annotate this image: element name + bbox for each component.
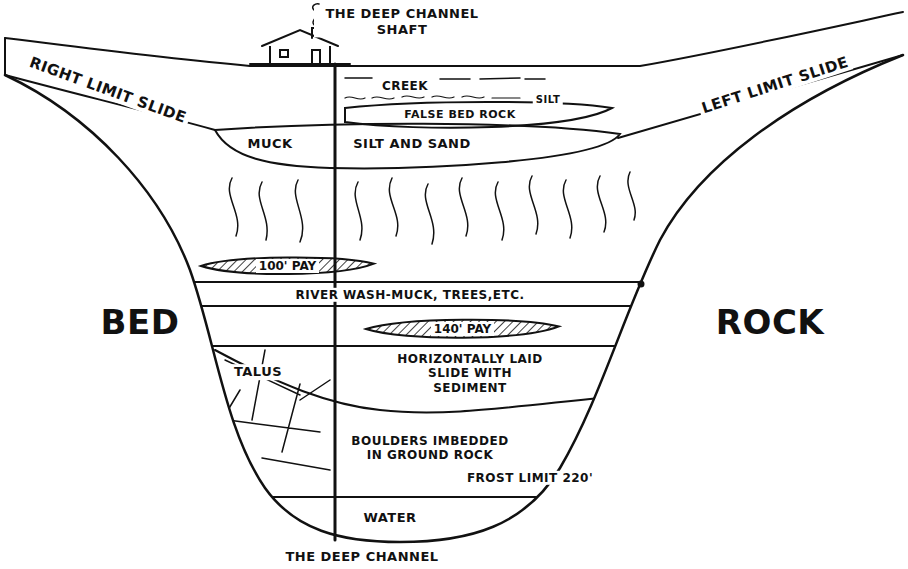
bedrock-line — [5, 55, 903, 542]
pay-band: 100' PAY — [200, 254, 375, 278]
pay-label: 140' PAY — [431, 322, 494, 336]
region-label: SILT AND SAND — [350, 136, 474, 152]
region-label: RIVER WASH-MUCK, TREES,ETC. — [292, 288, 527, 302]
pay-band: 140' PAY — [365, 316, 560, 342]
region-label: BED — [98, 302, 183, 343]
talus-cracks — [210, 350, 330, 470]
left-edge — [4, 38, 6, 75]
region-label: RIGHT LIMIT SLIDE — [24, 52, 192, 128]
pay-label: 100' PAY — [256, 259, 319, 273]
region-label: FROST LIMIT 220' — [464, 471, 596, 485]
region-label: FALSE BED ROCK — [401, 108, 518, 121]
slide-upper-boundary — [150, 345, 700, 347]
region-label: LEFT LIMIT SLIDE — [696, 52, 853, 118]
slide-lower-boundary — [215, 350, 640, 412]
creek-water — [345, 78, 545, 79]
shaft-house — [270, 44, 330, 64]
pay-band-outline — [366, 320, 559, 338]
region-label: TALUS — [231, 364, 285, 380]
region-label: THE DEEP CHANNEL SHAFT — [314, 6, 490, 37]
pay-band-outline — [201, 257, 374, 274]
region-label: ROCK — [713, 302, 827, 343]
region-label: MUCK — [244, 136, 295, 152]
silt-marks — [345, 96, 520, 99]
slide-wiggles — [229, 172, 635, 244]
diagram-caption: THE DEEP CHANNEL — [282, 549, 441, 565]
bedrock-point — [639, 282, 644, 287]
house-door — [312, 50, 320, 64]
frost-limit-line — [200, 496, 700, 498]
river-wash-boundary — [150, 282, 700, 306]
region-label: BOULDERS IMBEDDED IN GROUND ROCK — [345, 434, 516, 463]
house-window — [280, 50, 288, 57]
muck-silt-lens — [215, 124, 620, 169]
region-label: WATER — [360, 510, 419, 526]
region-label: CREEK — [379, 79, 431, 93]
region-label: SILT — [533, 94, 563, 106]
region-label: HORIZONTALLY LAID SLIDE WITH SEDIMENT — [387, 352, 553, 395]
